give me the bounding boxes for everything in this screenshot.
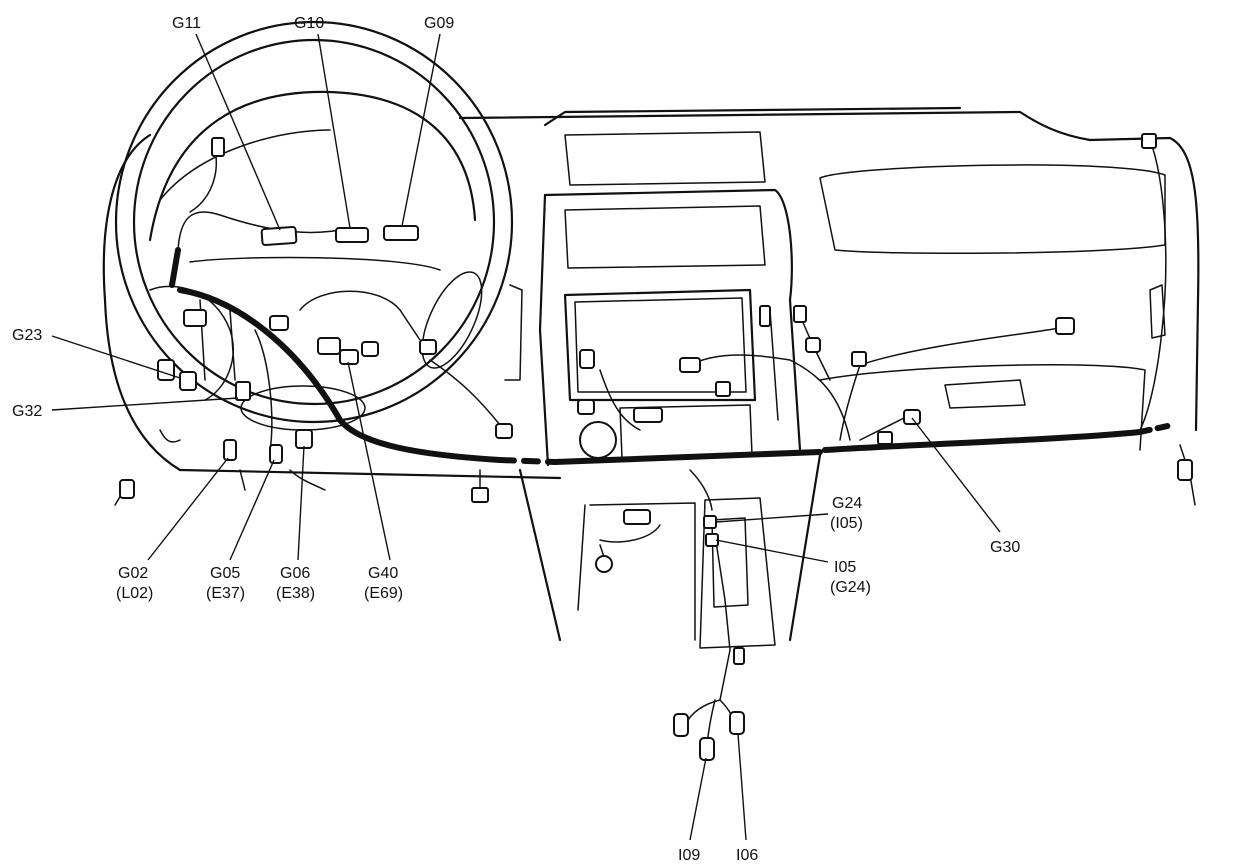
label-e38: (E38) [276,585,315,602]
label-i05-paren: (I05) [830,515,863,532]
label-g09: G09 [424,15,454,32]
label-i06: I06 [736,847,758,864]
label-e37: (E37) [206,585,245,602]
label-g05: G05 [210,565,240,582]
label-g40: G40 [368,565,398,582]
label-g06: G06 [280,565,310,582]
label-g24: G24 [832,495,862,512]
label-e69: (E69) [364,585,403,602]
label-g02: G02 [118,565,148,582]
steering-wheel [114,20,523,431]
leader-lines [51,33,1001,841]
label-g24-paren: (G24) [830,579,871,596]
label-i09: I09 [678,847,700,864]
label-g23: G23 [12,327,42,344]
label-g11: G11 [172,15,201,32]
callout-labels: G11 G10 G09 G23 G32 G02 (L02) G05 (E37) … [12,15,1020,864]
main-harness [169,247,1175,465]
label-g10: G10 [294,15,324,32]
label-i05: I05 [834,559,856,576]
label-g30: G30 [990,539,1020,556]
label-g32: G32 [12,403,42,420]
connectors [119,133,1193,761]
label-l02: (L02) [116,585,153,602]
